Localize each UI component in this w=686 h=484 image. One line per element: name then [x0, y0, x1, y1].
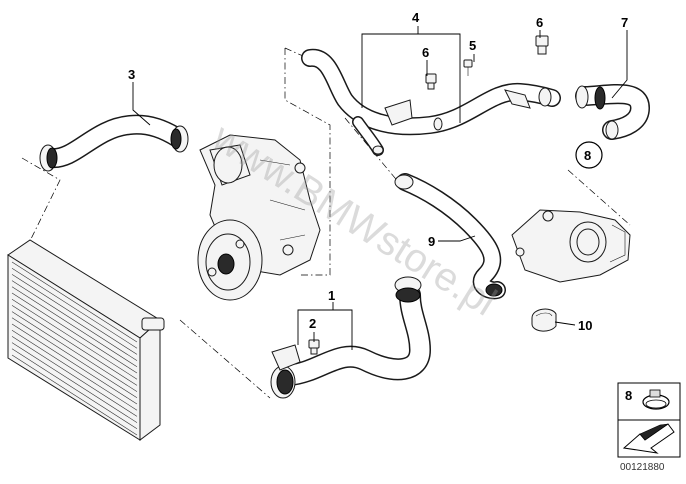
hose-9	[394, 173, 506, 300]
radiator-fin	[11, 348, 138, 430]
radiator-fin	[11, 317, 138, 399]
callout-8: 8	[584, 148, 591, 163]
radiator-fin	[11, 305, 138, 386]
hose-7	[575, 84, 650, 140]
radiator-fin	[11, 323, 138, 405]
diagram-part-number: 00121880	[620, 462, 665, 473]
screw-2	[308, 339, 320, 355]
callout-2: 2	[309, 316, 316, 331]
callout-1: 1	[328, 288, 335, 303]
radiator-fin	[11, 342, 138, 423]
radiator-fin	[11, 292, 138, 374]
bolt-6-left	[425, 73, 437, 90]
radiator-fin	[11, 274, 138, 355]
hose-clamp-icon	[642, 389, 670, 410]
legend-number: 8	[625, 388, 632, 403]
callout-6-left: 6	[422, 45, 429, 60]
radiator-fin	[11, 261, 138, 343]
radiator	[7, 239, 165, 441]
radiator-fin	[11, 267, 138, 349]
bolt-6-right	[535, 35, 549, 55]
callout-7: 7	[621, 15, 628, 30]
radiator-fin	[11, 311, 138, 392]
callout-4: 4	[412, 10, 420, 25]
radiator-fin	[11, 329, 138, 411]
callouts: 3 4 6 7 6 5 8 9 1 2 10	[128, 10, 628, 333]
ring-8	[575, 141, 603, 169]
direction-arrow-icon	[622, 423, 675, 454]
legend-box: 8	[617, 382, 681, 458]
hose-1	[270, 276, 431, 399]
radiator-fin	[11, 354, 138, 436]
radiator-fin	[11, 280, 138, 361]
screw-5	[463, 59, 473, 76]
radiator-fin	[11, 286, 138, 368]
radiator-fin	[11, 298, 138, 380]
thermostat-housing	[511, 209, 631, 283]
callout-5: 5	[469, 38, 476, 53]
callout-6-upper: 6	[536, 15, 543, 30]
water-pump	[197, 134, 321, 301]
callout-10: 10	[578, 318, 592, 333]
callout-3: 3	[128, 67, 135, 82]
radiator-outlet-pipe	[141, 317, 165, 331]
hose-3	[39, 114, 189, 172]
hose-4	[301, 48, 561, 156]
clamp-10	[531, 308, 557, 332]
radiator-fin	[11, 336, 138, 417]
leader-lines	[132, 26, 628, 350]
callout-9: 9	[428, 234, 435, 249]
